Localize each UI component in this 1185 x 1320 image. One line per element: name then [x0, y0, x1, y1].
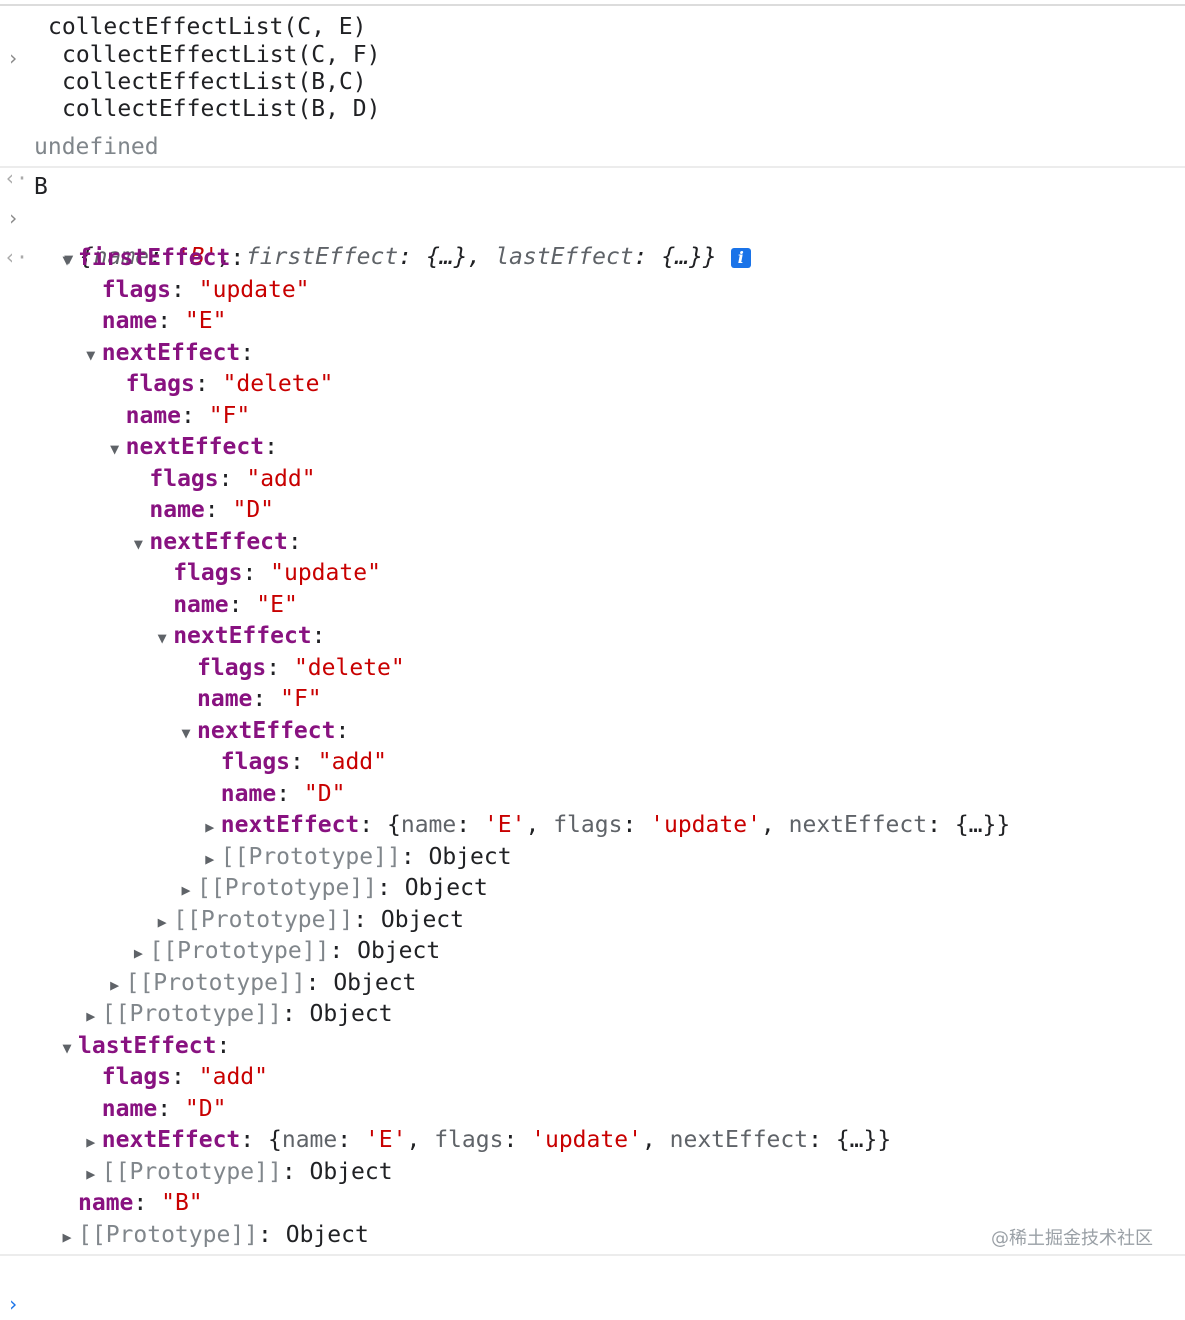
- info-icon[interactable]: i: [730, 247, 751, 268]
- tree-prop-name: name: "D": [149, 497, 275, 523]
- result-undefined: undefined: [34, 134, 159, 160]
- prompt-chevron-icon: ›: [6, 206, 20, 230]
- expand-triangle-right-icon[interactable]: ▶: [62, 1227, 72, 1246]
- tree-prototype[interactable]: ▶[[Prototype]]: Object: [104, 968, 416, 999]
- expand-triangle-right-icon[interactable]: ▶: [205, 849, 215, 868]
- expand-triangle-right-icon[interactable]: ▶: [86, 1164, 96, 1183]
- console-input-row-b[interactable]: ›: [0, 172, 28, 230]
- tree-prop-flags: flags: "add": [101, 1064, 268, 1090]
- expand-triangle-down-icon[interactable]: ▼: [133, 534, 143, 553]
- expand-triangle-down-icon[interactable]: ▼: [110, 440, 120, 458]
- tree-node-firstEffect[interactable]: ▼firstEffect:: [56, 243, 244, 274]
- tree-node-preview[interactable]: ▶nextEffect: {name: 'E', flags: 'update'…: [80, 1125, 891, 1156]
- entry-divider: [0, 166, 1185, 168]
- tree-prop-name: name: "D": [101, 1095, 227, 1122]
- input-b: B: [34, 174, 48, 200]
- tree-prototype[interactable]: ▶[[Prototype]]: Object: [80, 999, 392, 1030]
- input-line-4: collectEffectList(B, D): [62, 96, 381, 122]
- console-input-row[interactable]: ›: [0, 12, 28, 70]
- tree-prop-flags: flags: "add": [149, 465, 316, 492]
- tree-prototype[interactable]: ▶[[Prototype]]: Object: [80, 1157, 392, 1188]
- expand-triangle-down-icon[interactable]: ▼: [64, 250, 74, 268]
- object-summary-gutter: ‹·: [0, 211, 28, 269]
- expand-triangle-down-icon[interactable]: ▼: [62, 1038, 72, 1057]
- expand-triangle-down-icon[interactable]: ▼: [157, 629, 167, 647]
- tree-prop-flags: flags: "update": [173, 560, 381, 586]
- expand-triangle-right-icon[interactable]: ▶: [86, 1007, 96, 1025]
- expand-triangle-down-icon[interactable]: ▼: [86, 345, 96, 364]
- tree-node-nextEffect[interactable]: ▼nextEffect:: [104, 432, 278, 463]
- object-summary[interactable]: ▼{name: 'B', firstEffect: {…}, lastEffec…: [30, 211, 751, 270]
- tree-prop-name: name: "E": [101, 308, 227, 334]
- expand-triangle-right-icon[interactable]: ▶: [181, 881, 191, 899]
- expand-triangle-right-icon[interactable]: ▶: [133, 944, 143, 962]
- tree-prop-name: name: "B": [78, 1190, 203, 1216]
- tree-prop-name: name: "F": [197, 686, 322, 712]
- tree-prop-flags: flags: "delete": [197, 654, 405, 681]
- tree-prototype[interactable]: ▶[[Prototype]]: Object: [127, 936, 440, 967]
- tree-prototype[interactable]: ▶[[Prototype]]: Object: [56, 1220, 368, 1251]
- top-divider: [0, 4, 1185, 6]
- input-line-3: collectEffectList(B,C): [62, 69, 367, 95]
- watermark: @稀土掘金技术社区: [991, 1228, 1153, 1249]
- tree-prop-flags: flags: "update": [101, 276, 310, 303]
- tree-node-preview[interactable]: ▶nextEffect: {name: 'E', flags: 'update'…: [199, 810, 1010, 841]
- tree-prop-name: name: "D": [220, 780, 346, 807]
- prompt-chevron-icon: ›: [6, 1292, 20, 1316]
- input-line-1: collectEffectList(C, E): [48, 14, 367, 40]
- prompt-chevron-icon: ›: [6, 46, 20, 70]
- result-row: ‹·: [0, 132, 28, 190]
- tree-prop-flags: flags: "delete": [125, 371, 334, 397]
- expand-triangle-right-icon[interactable]: ▶: [205, 818, 215, 836]
- expand-triangle-down-icon[interactable]: ▼: [62, 251, 72, 269]
- return-arrow-icon: ‹·: [4, 245, 29, 269]
- tree-node-nextEffect[interactable]: ▼nextEffect:: [80, 338, 254, 369]
- expand-triangle-right-icon[interactable]: ▶: [157, 912, 167, 931]
- tree-node-nextEffect[interactable]: ▼nextEffect:: [127, 527, 302, 558]
- tree-prop-name: name: "F": [125, 402, 251, 429]
- console-prompt-empty[interactable]: ›: [0, 1258, 28, 1316]
- input-line-2: collectEffectList(C, F): [62, 42, 381, 68]
- tree-prop-flags: flags: "add": [220, 749, 387, 775]
- tree-node-lastEffect[interactable]: ▼lastEffect:: [56, 1031, 230, 1062]
- tree-prototype[interactable]: ▶[[Prototype]]: Object: [151, 905, 464, 936]
- tree-node-nextEffect[interactable]: ▼nextEffect:: [151, 621, 326, 652]
- expand-triangle-right-icon[interactable]: ▶: [86, 1133, 96, 1151]
- bottom-divider: [0, 1254, 1185, 1256]
- expand-triangle-right-icon[interactable]: ▶: [110, 975, 120, 994]
- tree-prototype[interactable]: ▶[[Prototype]]: Object: [199, 842, 511, 873]
- tree-node-nextEffect[interactable]: ▼nextEffect:: [175, 716, 349, 747]
- expand-triangle-down-icon[interactable]: ▼: [181, 723, 191, 742]
- tree-prototype[interactable]: ▶[[Prototype]]: Object: [175, 873, 487, 904]
- tree-prop-name: name: "E": [173, 591, 298, 618]
